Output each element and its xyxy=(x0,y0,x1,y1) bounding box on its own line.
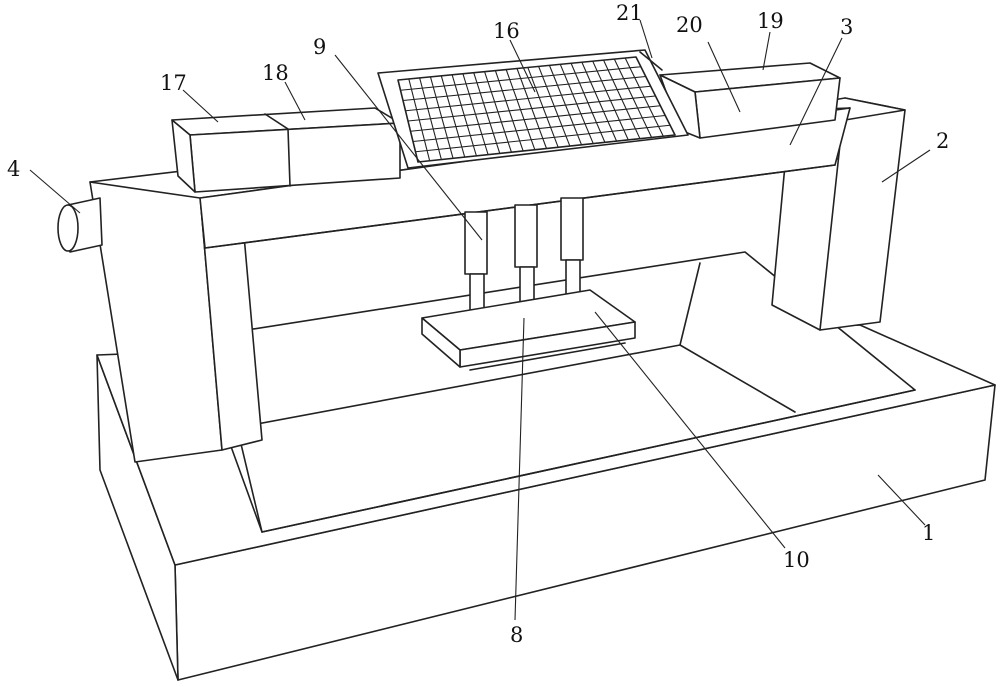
basin-inner-corner xyxy=(679,262,701,346)
basin-floor-edge xyxy=(261,389,916,533)
label-21: 21 xyxy=(616,1,643,25)
panel-grid-row-line xyxy=(415,124,671,153)
label-17: 17 xyxy=(160,71,187,95)
leader-1 xyxy=(877,474,926,526)
leader-9 xyxy=(334,54,483,241)
leader-10 xyxy=(594,311,786,549)
leader-21 xyxy=(639,19,653,59)
label-1: 1 xyxy=(922,521,935,545)
panel-grid-row-line xyxy=(405,85,651,112)
label-16: 16 xyxy=(493,19,520,43)
plate-side xyxy=(421,317,461,368)
leader-18 xyxy=(284,81,306,121)
base xyxy=(96,251,996,681)
panel-support-rod xyxy=(639,51,663,71)
left-housing xyxy=(171,107,401,193)
leader-lines xyxy=(29,19,931,621)
panel-grid-row-line xyxy=(410,105,661,132)
panel-grid-row-line xyxy=(402,75,646,102)
label-18: 18 xyxy=(262,61,289,85)
leader-17 xyxy=(182,89,219,123)
left-housing-top-divider xyxy=(264,113,289,130)
left-housing-side xyxy=(171,119,196,193)
label-3: 3 xyxy=(840,15,853,39)
label-10: 10 xyxy=(783,548,810,572)
label-9: 9 xyxy=(313,35,326,59)
panel-grid xyxy=(400,57,671,161)
panel-grid-row-line xyxy=(412,114,666,143)
leader-4 xyxy=(29,169,81,214)
label-2: 2 xyxy=(936,129,949,153)
press-plate xyxy=(421,289,636,371)
label-20: 20 xyxy=(676,13,703,37)
motor-end xyxy=(57,204,79,252)
label-19: 19 xyxy=(757,9,784,33)
leader-20 xyxy=(707,41,741,113)
leader-19 xyxy=(762,31,771,71)
label-4: 4 xyxy=(7,157,20,181)
leader-3 xyxy=(789,37,843,146)
leader-8 xyxy=(514,317,525,621)
left-housing-divider xyxy=(287,128,291,187)
solar-panel xyxy=(377,49,689,169)
leader-2 xyxy=(881,149,931,183)
reference-numerals: 1 2 3 4 8 9 10 16 17 18 19 20 21 xyxy=(7,1,949,647)
leader-16 xyxy=(509,39,536,93)
plate-bottom-strip xyxy=(469,342,626,371)
label-8: 8 xyxy=(510,623,523,647)
panel-grid-row-line xyxy=(407,95,656,122)
panel-grid-row-line xyxy=(400,66,641,91)
motor-stub xyxy=(57,197,103,253)
